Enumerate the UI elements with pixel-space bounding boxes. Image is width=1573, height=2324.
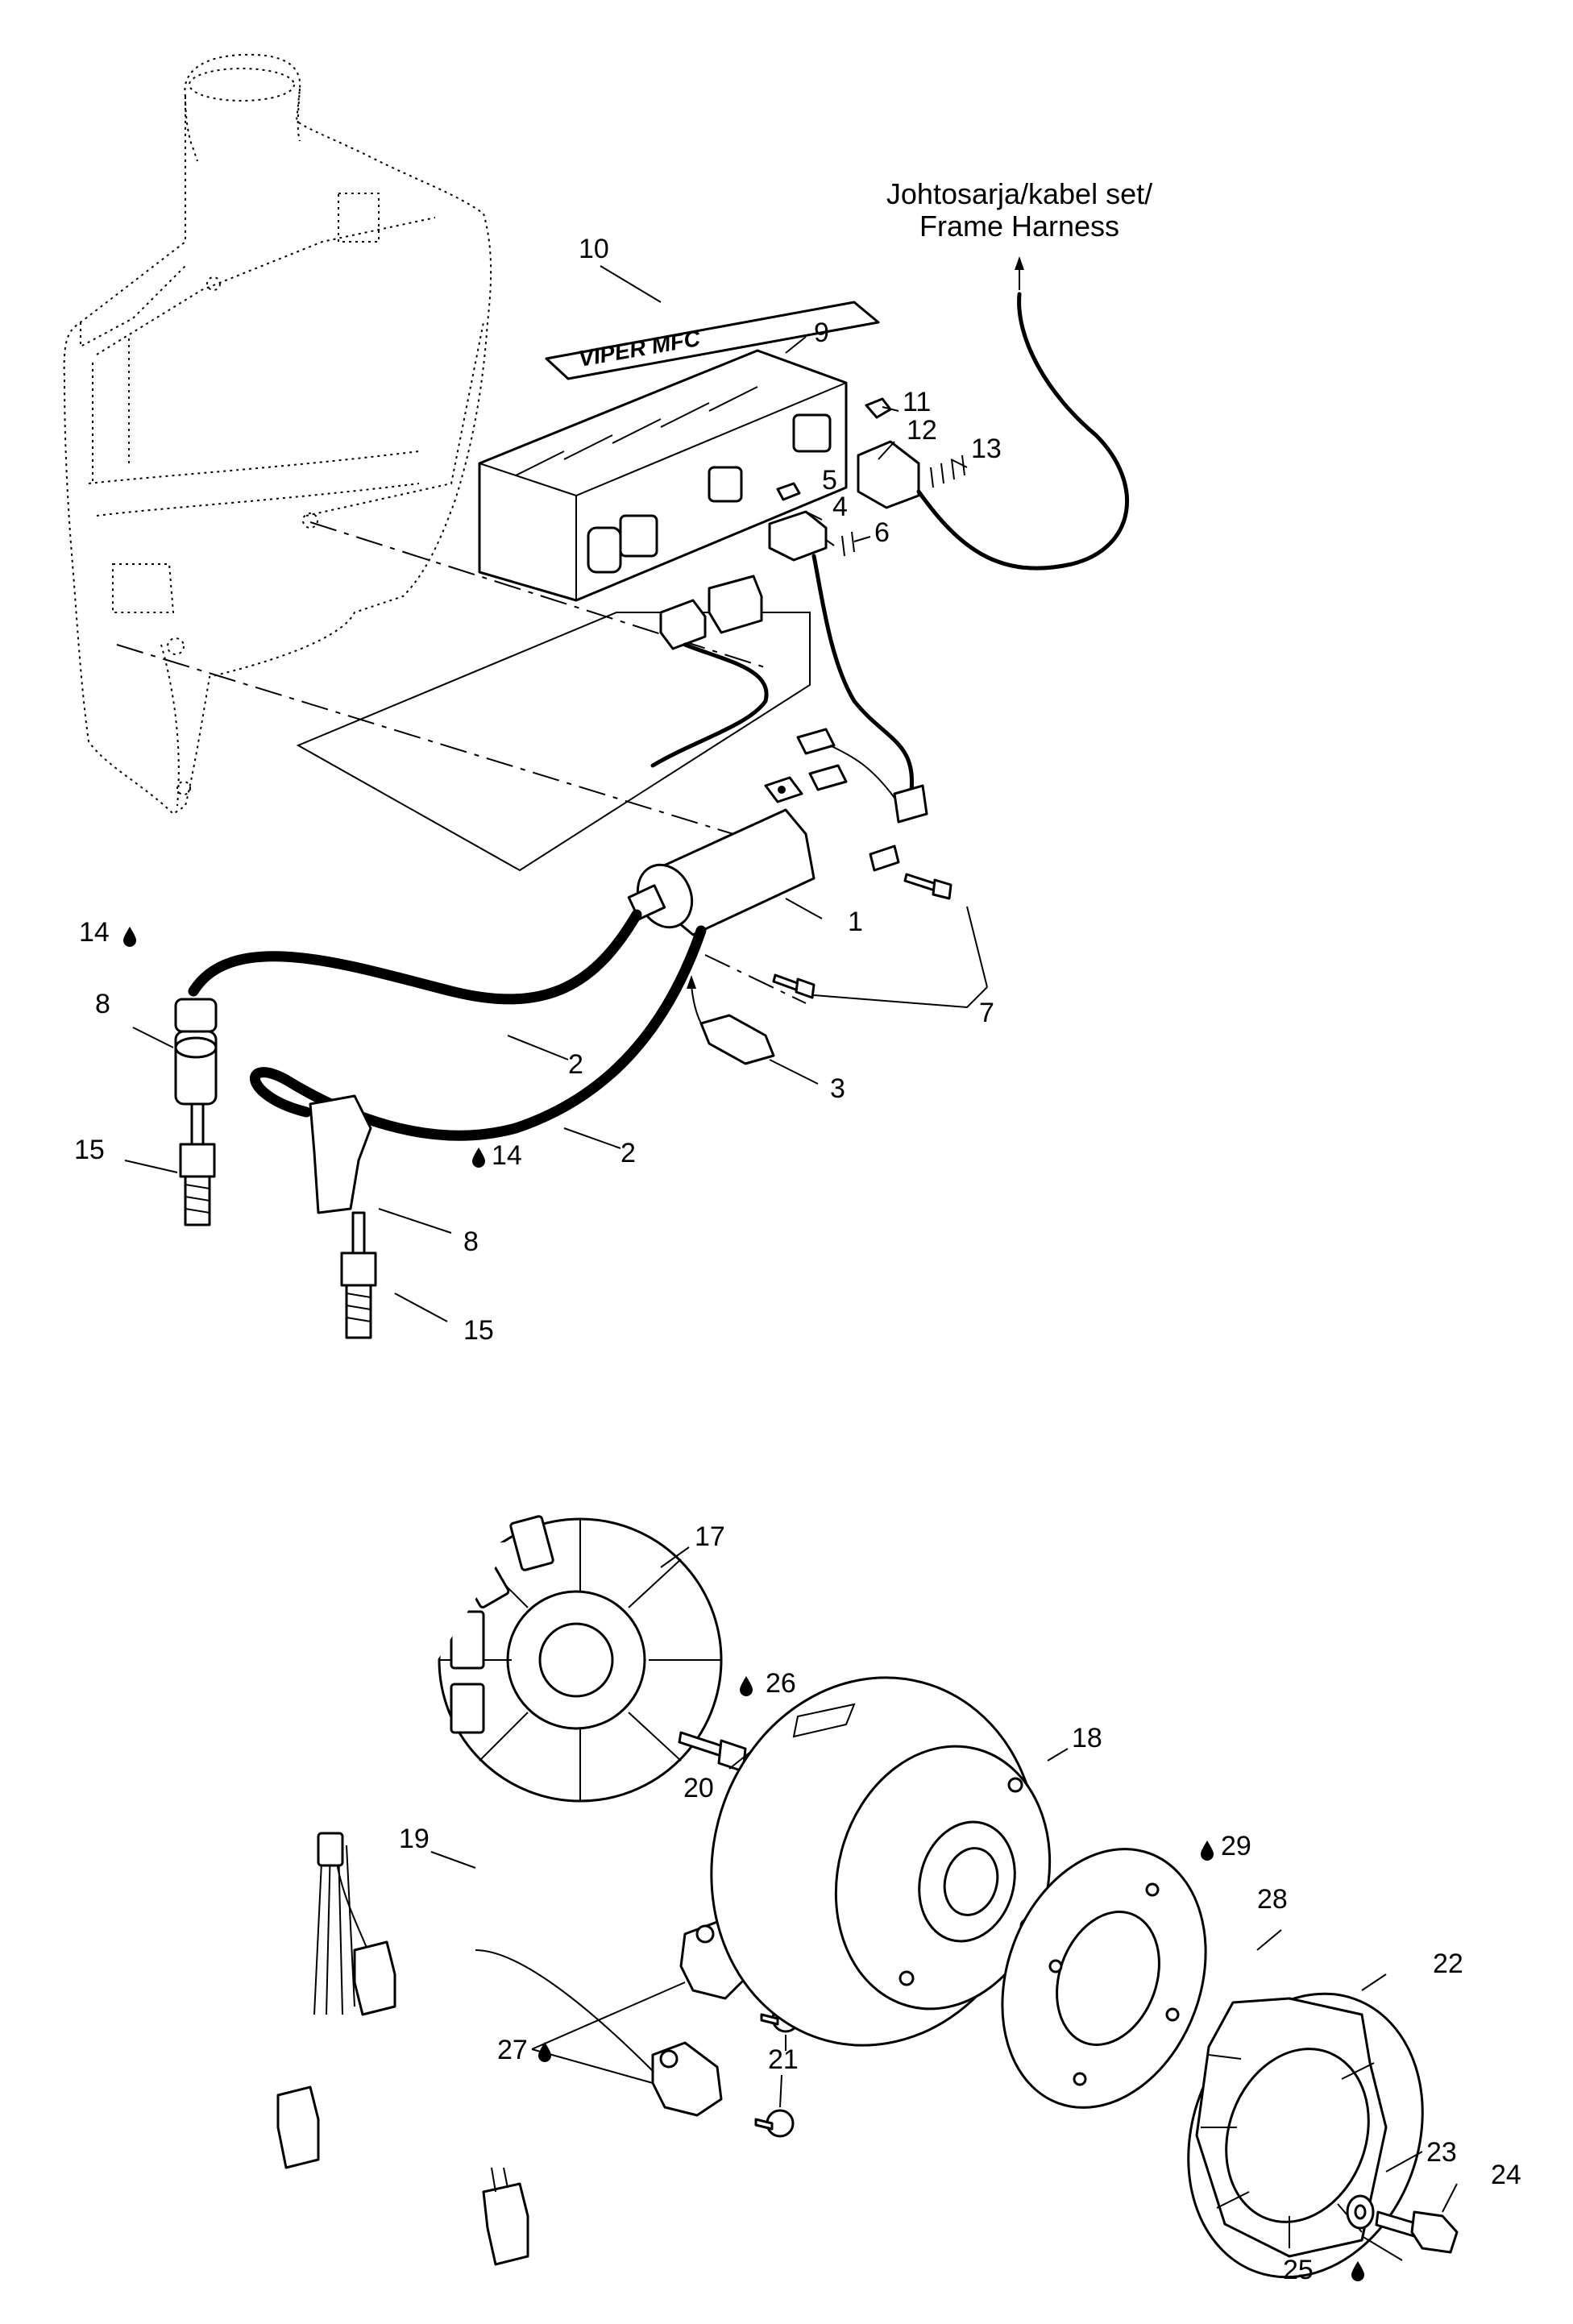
trigger-harness	[445, 1864, 704, 2266]
callout-26: 26	[766, 1668, 796, 1699]
callout-15b: 15	[463, 1315, 494, 1346]
callout-3: 3	[830, 1073, 845, 1104]
spark-plug-left	[179, 1102, 216, 1226]
callout-4: 4	[832, 492, 848, 522]
frame-harness-label: Johtosarja/kabel set/ Frame Harness	[886, 177, 1152, 243]
alignment-line	[116, 644, 734, 835]
callout-29: 29	[1221, 1831, 1251, 1861]
plug-cap-left	[174, 998, 218, 1106]
callout-22: 22	[1433, 1948, 1463, 1979]
bolt-24	[1375, 2210, 1459, 2254]
callout-27: 27	[497, 2035, 528, 2065]
callout-2b: 2	[620, 1138, 636, 1168]
flywheel	[710, 1676, 1052, 2047]
callout-2a: 2	[568, 1049, 583, 1080]
callout-labels: 1 2 2 3 4 5 6 7 8 8 9 10 11 12 13 14 14 …	[74, 234, 1521, 2285]
callout-28: 28	[1257, 1884, 1288, 1915]
callout-12: 12	[907, 415, 937, 446]
callout-10: 10	[579, 234, 609, 264]
trigger-sensor-lower	[651, 2041, 723, 2117]
callout-11: 11	[903, 387, 931, 417]
callout-24: 24	[1491, 2160, 1521, 2190]
washer-23	[1346, 2194, 1375, 2230]
fluid-drop-icon	[740, 1676, 753, 1696]
leader-lines	[124, 265, 1458, 2261]
fluid-drop-icons	[123, 927, 1364, 2281]
harness-label-line1: Johtosarja/kabel set/	[886, 177, 1152, 210]
stator	[438, 1515, 723, 1803]
callout-5: 5	[822, 465, 837, 496]
callout-1: 1	[848, 907, 863, 937]
callout-7: 7	[979, 998, 994, 1028]
screw-21-lower	[754, 2109, 795, 2138]
screw-20	[678, 1731, 747, 1773]
bolt-7a	[903, 873, 953, 900]
harness-label-line2: Frame Harness	[919, 210, 1119, 243]
callout-23: 23	[1426, 2137, 1457, 2168]
detail-outline	[296, 612, 811, 872]
spark-plug-wires	[188, 909, 707, 1141]
fluid-drop-icon	[1201, 1841, 1214, 1861]
callout-13: 13	[971, 434, 1002, 464]
callout-14a: 14	[79, 917, 110, 948]
fluid-drop-icon	[472, 1147, 485, 1168]
callout-15a: 15	[74, 1135, 105, 1165]
callout-9: 9	[814, 317, 829, 348]
fluid-drop-icon	[123, 927, 136, 947]
oil-tank-phantom	[63, 53, 492, 815]
fluid-drop-icon	[1351, 2261, 1364, 2281]
callout-14b: 14	[492, 1140, 522, 1171]
ignition-coil	[627, 776, 900, 936]
callout-8b: 8	[463, 1226, 479, 1257]
spark-plug-right	[340, 1211, 377, 1339]
bolt-7b	[772, 973, 816, 999]
washer-plate	[1001, 1848, 1207, 2109]
callout-19: 19	[399, 1824, 430, 1854]
callout-25: 25	[1283, 2255, 1314, 2285]
alignment-line	[704, 954, 807, 1004]
callout-8a: 8	[95, 989, 110, 1019]
connector-group	[768, 397, 965, 562]
plug-cap-right	[309, 1094, 372, 1214]
callout-20: 20	[683, 1773, 714, 1803]
ecu-module	[478, 349, 848, 602]
callout-6: 6	[874, 517, 890, 548]
stator-harness	[276, 1542, 508, 2169]
alignment-line	[309, 521, 770, 670]
frame-harness-wire	[811, 256, 1130, 824]
clip-3	[687, 975, 775, 1065]
callout-17: 17	[695, 1521, 725, 1552]
callout-21: 21	[768, 2044, 799, 2075]
callout-18: 18	[1072, 1723, 1102, 1753]
detail-connectors	[650, 575, 895, 799]
